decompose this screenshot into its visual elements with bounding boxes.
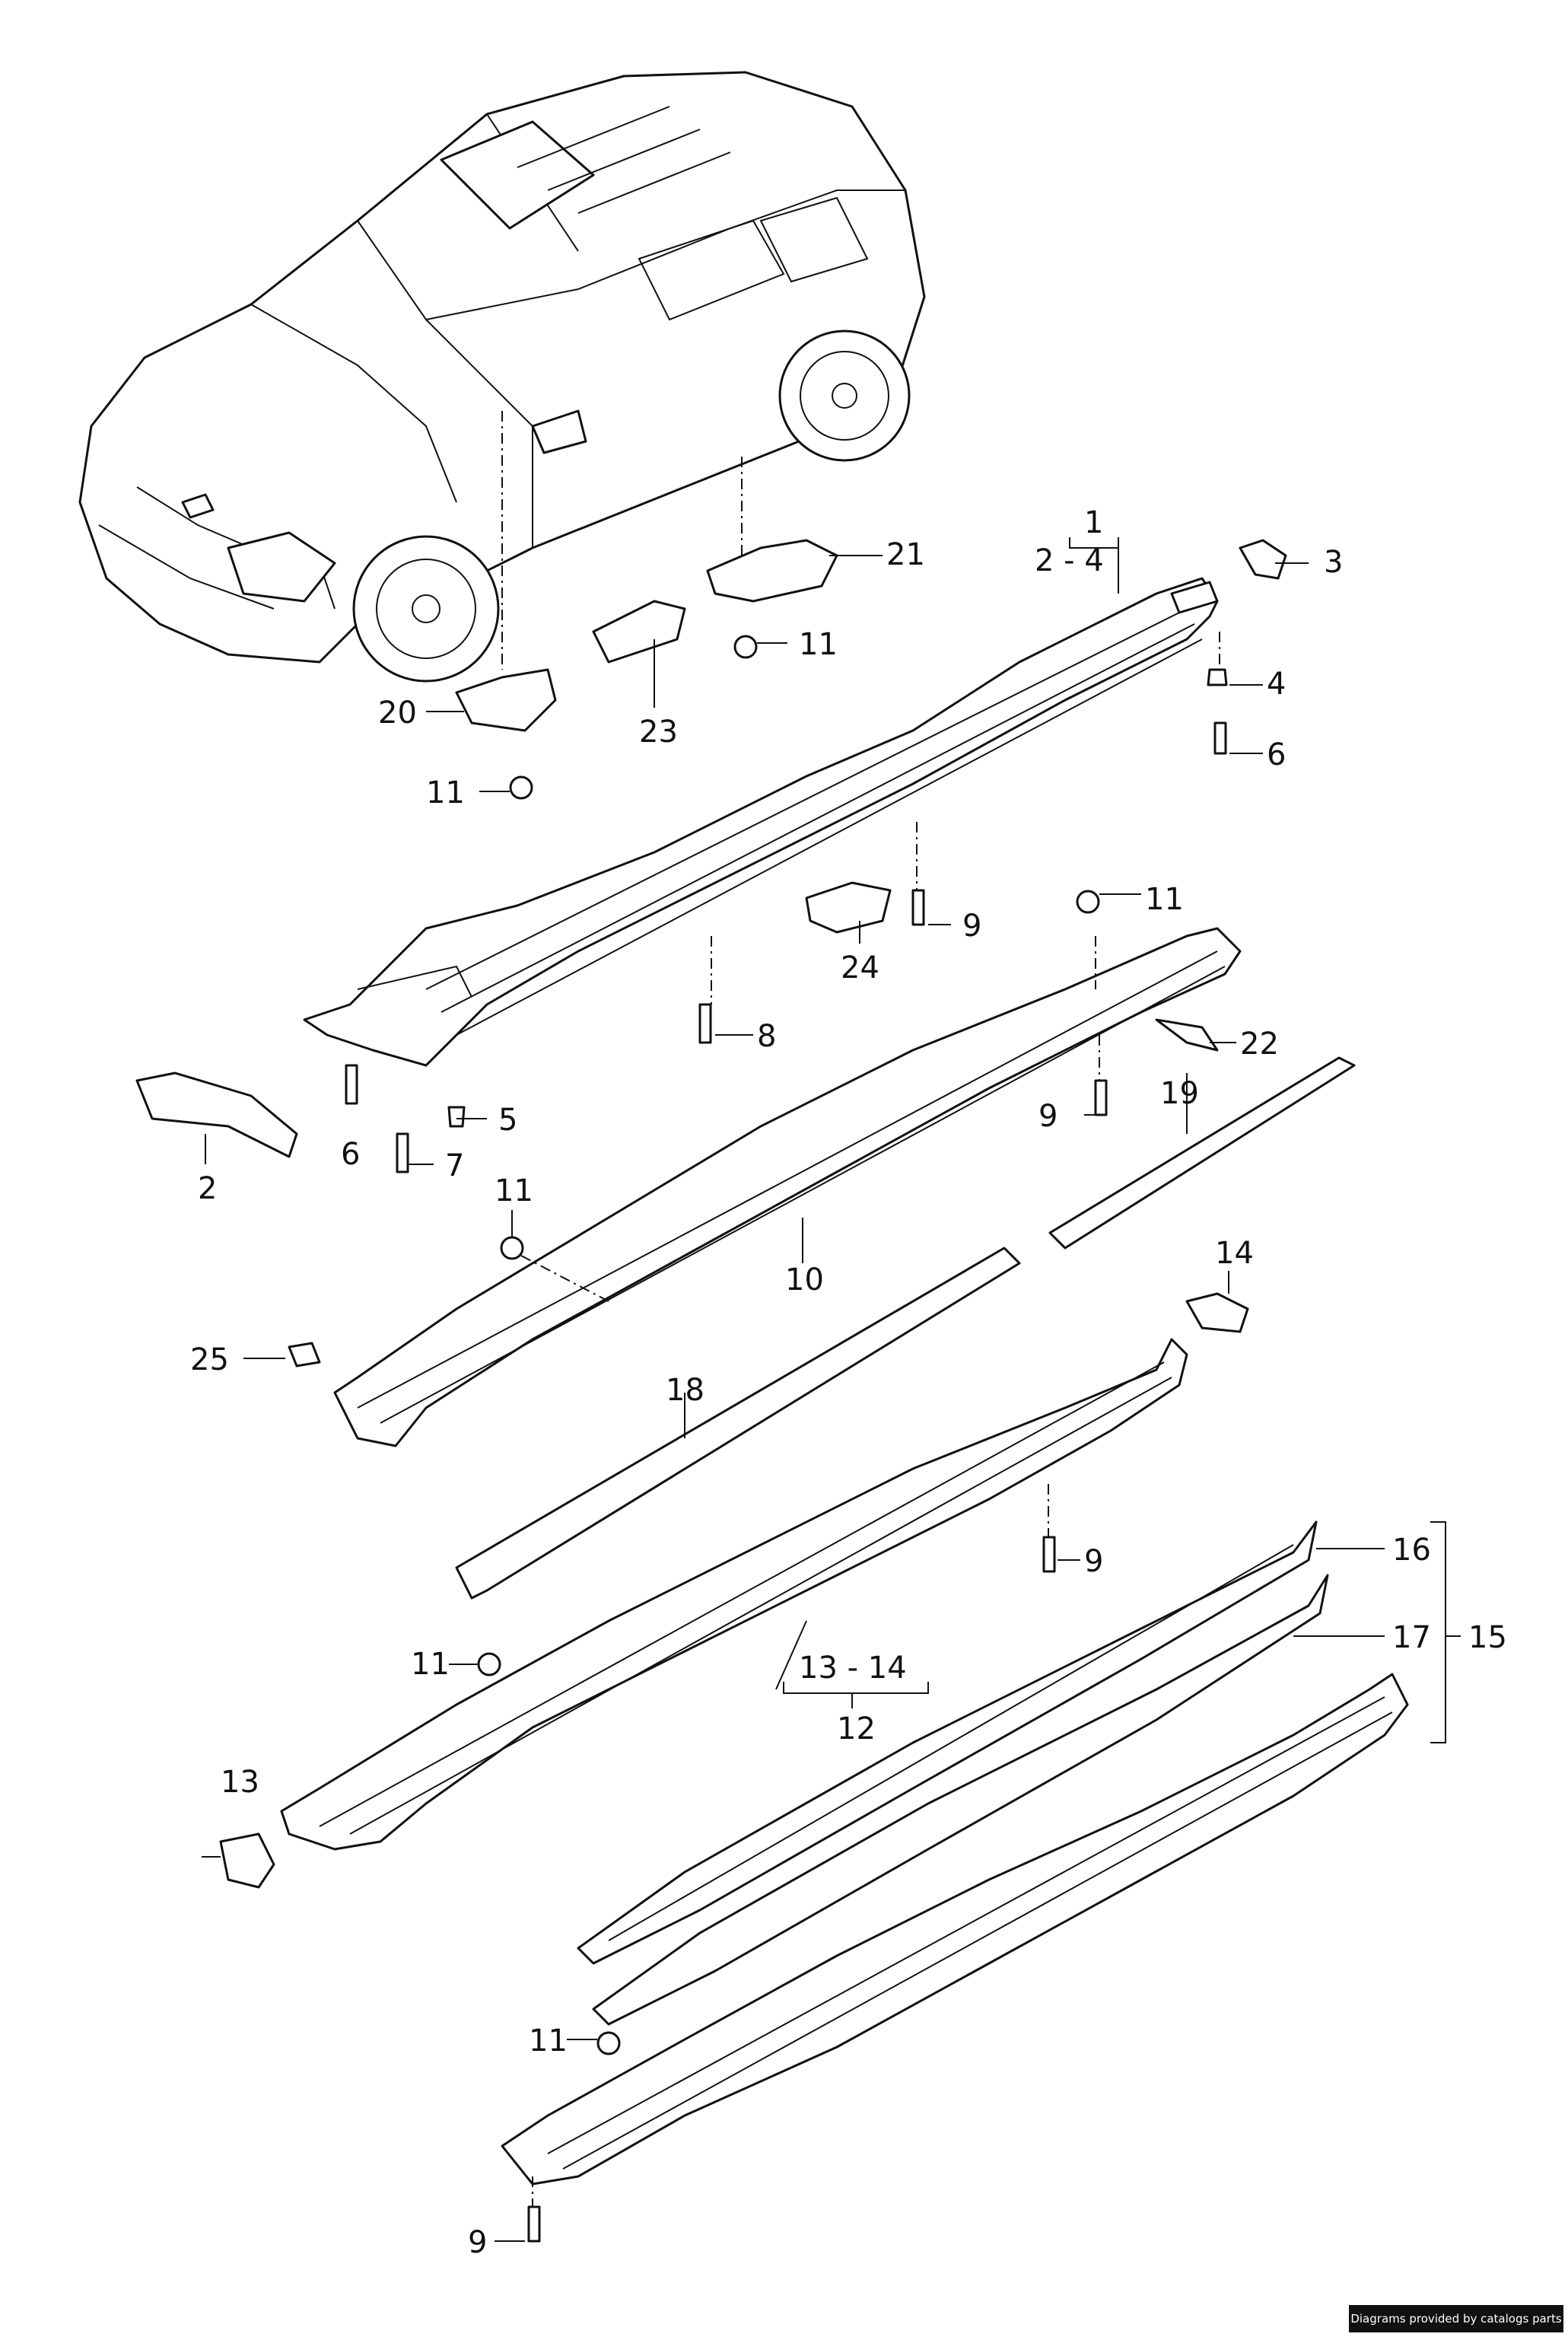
callout-23: 23 — [639, 715, 678, 750]
callout-11e: 11 — [411, 1647, 450, 1682]
callout-22: 22 — [1240, 1027, 1279, 1062]
callout-11f: 11 — [529, 2023, 568, 2058]
fasteners — [345, 635, 1227, 2243]
callout-2: 2 — [198, 1171, 217, 1206]
callout-9a: 9 — [962, 909, 981, 944]
nut-11-a — [509, 775, 533, 800]
assembly-lines — [501, 411, 1220, 2207]
callout-21: 21 — [886, 537, 925, 572]
part-10-inner-rail — [333, 927, 1242, 1447]
callout-8: 8 — [757, 1019, 776, 1054]
credit-badge: Diagrams provided by catalogs parts — [1349, 2305, 1563, 2332]
callout-1: 1 — [1084, 505, 1103, 540]
callout-9d: 9 — [468, 2225, 487, 2260]
callout-11c: 11 — [1145, 882, 1184, 917]
callout-7: 7 — [445, 1148, 464, 1183]
callout-3: 3 — [1324, 545, 1343, 580]
callout-4: 4 — [1267, 667, 1286, 702]
part-14-bracket — [1185, 1292, 1249, 1333]
bolt-9-c — [1042, 1536, 1056, 1573]
callout-20: 20 — [378, 696, 417, 731]
callout-17: 17 — [1392, 1620, 1431, 1655]
part-3-clip — [1239, 539, 1287, 580]
callout-11a: 11 — [426, 775, 465, 810]
leader-lines — [202, 537, 1461, 2242]
callout-5: 5 — [498, 1103, 517, 1138]
nut-11-b — [733, 635, 758, 659]
callout-9c: 9 — [1084, 1544, 1103, 1579]
part-13-bracket — [219, 1832, 275, 1889]
part-1-sill-panel — [303, 577, 1219, 1067]
callout-16: 16 — [1392, 1533, 1431, 1568]
callout-11b: 11 — [799, 627, 838, 662]
part-20-bracket — [455, 668, 557, 732]
callout-2-4: 2 - 4 — [1035, 543, 1104, 578]
callout-13-14: 13 - 14 — [799, 1651, 907, 1686]
callout-25: 25 — [190, 1342, 229, 1377]
part-4-grommet — [1207, 668, 1228, 686]
callout-12: 12 — [837, 1711, 876, 1746]
callout-24: 24 — [841, 950, 879, 985]
callout-11d: 11 — [495, 1173, 533, 1208]
bolt-8 — [698, 1003, 712, 1044]
part-23-plate — [592, 600, 686, 664]
bolt-9-a — [911, 889, 925, 926]
part-25-clip — [288, 1342, 321, 1367]
part-24-mount — [805, 881, 892, 934]
vehicle-illustration — [78, 71, 926, 683]
bolt-9-d — [527, 2205, 541, 2243]
callout-14: 14 — [1215, 1236, 1254, 1271]
callout-13: 13 — [221, 1765, 259, 1800]
part-15-step-board — [501, 1673, 1409, 2186]
callout-9b: 9 — [1038, 1099, 1058, 1134]
part-19-trim-strip — [1048, 1056, 1356, 1250]
bolt-7 — [396, 1132, 409, 1173]
bolt-9-b — [1094, 1079, 1108, 1116]
nut-11-e — [477, 1652, 501, 1676]
callout-6a: 6 — [1267, 737, 1286, 772]
callout-6b: 6 — [341, 1137, 360, 1172]
nut-11-d — [500, 1236, 524, 1260]
callout-19: 19 — [1160, 1076, 1199, 1111]
part-5-pin — [447, 1106, 466, 1128]
part-22-wedge — [1155, 1018, 1219, 1052]
part-21-bracket — [706, 539, 838, 603]
callout-18: 18 — [666, 1373, 704, 1408]
callouts: 1 2 - 4 2 3 4 5 6 6 7 8 9 9 9 9 10 11 11… — [190, 505, 1507, 2260]
part-18-trim-strip — [455, 1247, 1021, 1600]
part-17-cover — [592, 1574, 1329, 2026]
bolt-6-a — [1213, 721, 1227, 755]
part-12-outer-rail — [280, 1338, 1188, 1851]
nut-11-f — [596, 2031, 621, 2055]
part-2-end-cap — [135, 1071, 298, 1158]
bolt-6-b — [345, 1064, 358, 1105]
part-16-cover — [577, 1520, 1318, 1965]
callout-10: 10 — [785, 1262, 824, 1297]
callout-15: 15 — [1468, 1620, 1507, 1655]
nut-11-c — [1076, 890, 1100, 914]
